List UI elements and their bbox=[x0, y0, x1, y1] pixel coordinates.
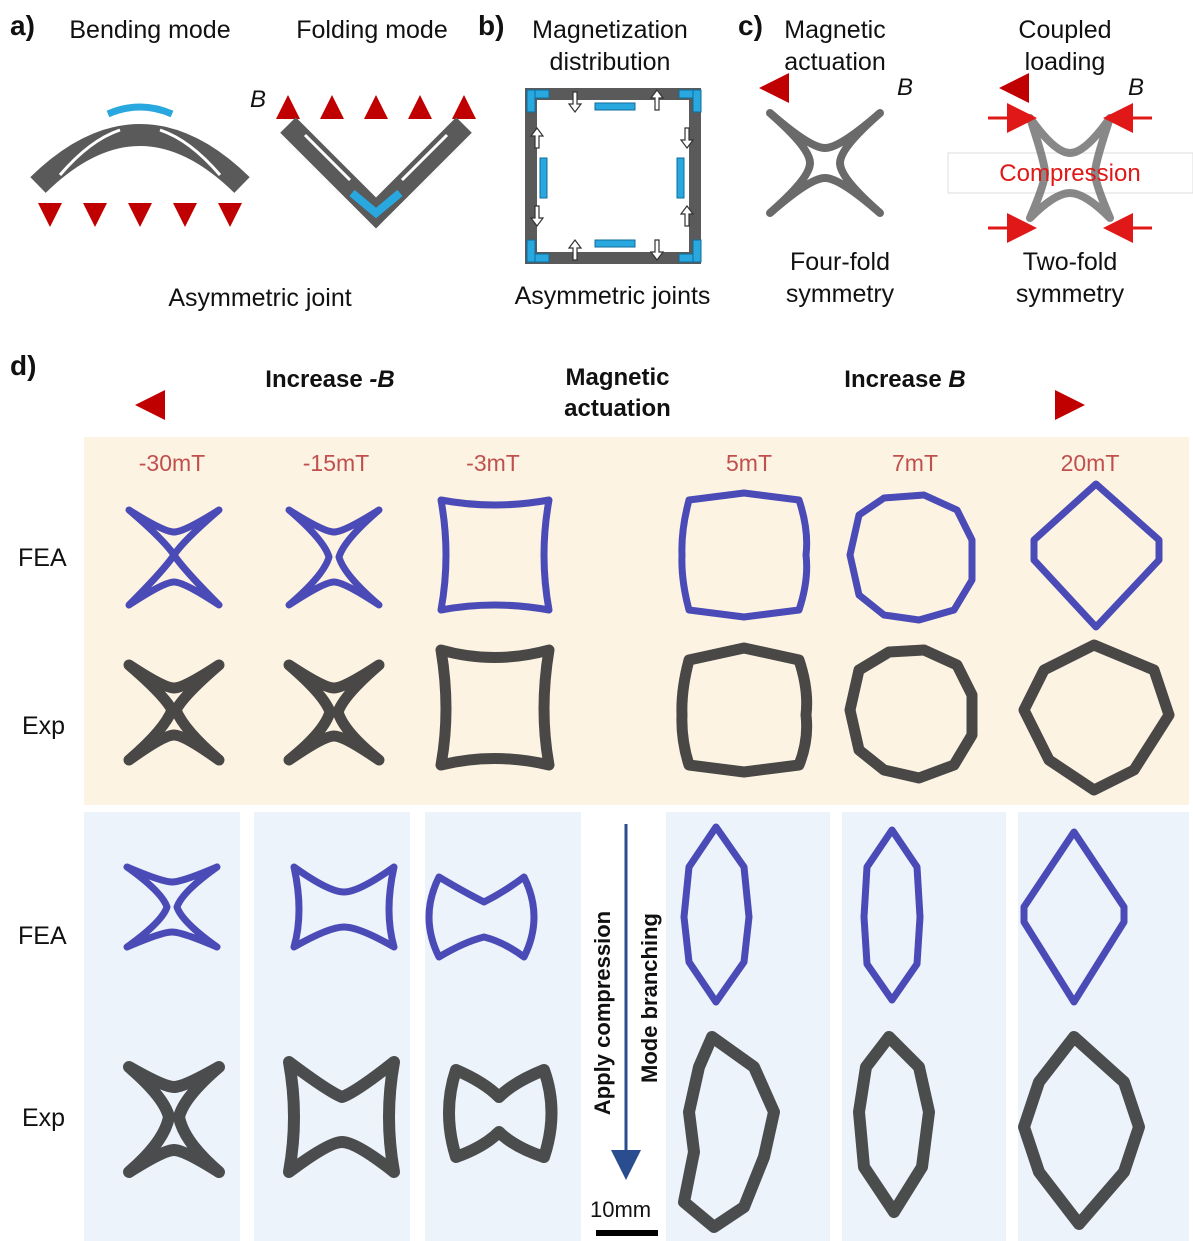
field-value: 7mT bbox=[892, 450, 938, 476]
row-label-exp: Exp bbox=[22, 712, 66, 740]
row-label-fea-lower: FEA bbox=[18, 922, 67, 950]
scale-bar-label: 10mm bbox=[590, 1197, 652, 1222]
field-value: 5mT bbox=[726, 450, 772, 476]
lower-shapes bbox=[123, 823, 1145, 1233]
asymmetric-joints-caption: Asymmetric joints bbox=[514, 282, 711, 310]
magnetic-actuation-title-1: Magnetic bbox=[784, 16, 886, 44]
panel-c-label: c) bbox=[738, 10, 763, 41]
bending-folding-diagram bbox=[30, 95, 476, 229]
panel-d-arrows bbox=[135, 390, 1085, 420]
panel-c-diagram bbox=[759, 73, 1193, 243]
fea-shape-neg3 bbox=[437, 496, 553, 614]
coupled-loading-title-1: Coupled bbox=[1018, 16, 1112, 44]
magnetization-title-1: Magnetization bbox=[532, 16, 688, 44]
two-fold-caption-2: symmetry bbox=[1015, 280, 1125, 308]
apply-compression-label: Apply compression bbox=[590, 910, 615, 1116]
fea-compressed-pos7 bbox=[860, 826, 924, 1004]
four-fold-caption-2: symmetry bbox=[785, 280, 895, 308]
fea-shape-neg15 bbox=[285, 506, 383, 609]
magnetic-actuation-title-2: actuation bbox=[784, 48, 886, 76]
magnetization-square-diagram bbox=[525, 88, 702, 264]
exp-shape-neg3 bbox=[435, 644, 555, 771]
compression-label: Compression bbox=[999, 160, 1141, 187]
exp-shape-neg30 bbox=[123, 659, 225, 766]
four-fold-star bbox=[766, 109, 884, 217]
compression-arrow bbox=[611, 824, 641, 1180]
exp-shape-pos7 bbox=[844, 644, 978, 784]
b-field-symbol-c1: B bbox=[897, 74, 914, 101]
two-fold-caption-1: Two-fold bbox=[1022, 248, 1118, 276]
asymmetric-joint-caption: Asymmetric joint bbox=[168, 284, 352, 312]
fea-compressed-neg30 bbox=[123, 863, 221, 951]
panel-a-label: a) bbox=[10, 10, 35, 41]
fea-compressed-neg15 bbox=[290, 863, 398, 951]
row-label-exp-lower: Exp bbox=[22, 1104, 66, 1132]
row-label-fea: FEA bbox=[18, 544, 67, 572]
fea-shape-pos7 bbox=[846, 491, 976, 624]
bending-beam bbox=[30, 124, 250, 193]
magnetization-title-2: distribution bbox=[549, 48, 671, 76]
increase-neg-b-label: Increase -B bbox=[265, 366, 395, 393]
exp-shape-pos5 bbox=[676, 642, 813, 778]
increase-pos-b-label: Increase B bbox=[844, 366, 966, 393]
upper-magnetic-region bbox=[84, 437, 1189, 805]
scale-bar bbox=[596, 1230, 658, 1236]
fea-shape-pos20 bbox=[1030, 480, 1163, 631]
field-value: -15mT bbox=[302, 450, 370, 476]
four-fold-caption-1: Four-fold bbox=[789, 248, 891, 276]
exp-shape-pos20 bbox=[1018, 639, 1175, 796]
b-field-symbol-a: B bbox=[250, 86, 267, 113]
bending-mode-title: Bending mode bbox=[69, 16, 231, 44]
field-value: -30mT bbox=[138, 450, 206, 476]
lower-panel-6 bbox=[1018, 812, 1189, 1241]
coupled-loading-title-2: loading bbox=[1024, 48, 1106, 76]
panel-b-label: b) bbox=[478, 10, 505, 41]
fea-shape-pos5 bbox=[678, 489, 811, 621]
b-field-symbol-c2: B bbox=[1128, 74, 1145, 101]
fea-compressed-neg3 bbox=[425, 873, 538, 961]
panel-d-label: d) bbox=[10, 350, 37, 381]
upper-shapes bbox=[123, 480, 1175, 796]
fea-shape-neg30 bbox=[125, 506, 223, 609]
fea-compressed-pos20 bbox=[1020, 828, 1128, 1006]
mode-branching-label: Mode branching bbox=[637, 913, 662, 1083]
exp-shape-neg15 bbox=[283, 659, 385, 766]
fea-compressed-pos5 bbox=[680, 823, 753, 1006]
field-value: 20mT bbox=[1060, 450, 1120, 476]
magnetic-actuation-center-1: Magnetic bbox=[565, 364, 670, 391]
folding-mode-title: Folding mode bbox=[296, 16, 448, 44]
bending-field-lines bbox=[38, 103, 242, 227]
magnetic-actuation-center-2: actuation bbox=[564, 395, 671, 422]
field-value: -3mT bbox=[466, 450, 520, 476]
